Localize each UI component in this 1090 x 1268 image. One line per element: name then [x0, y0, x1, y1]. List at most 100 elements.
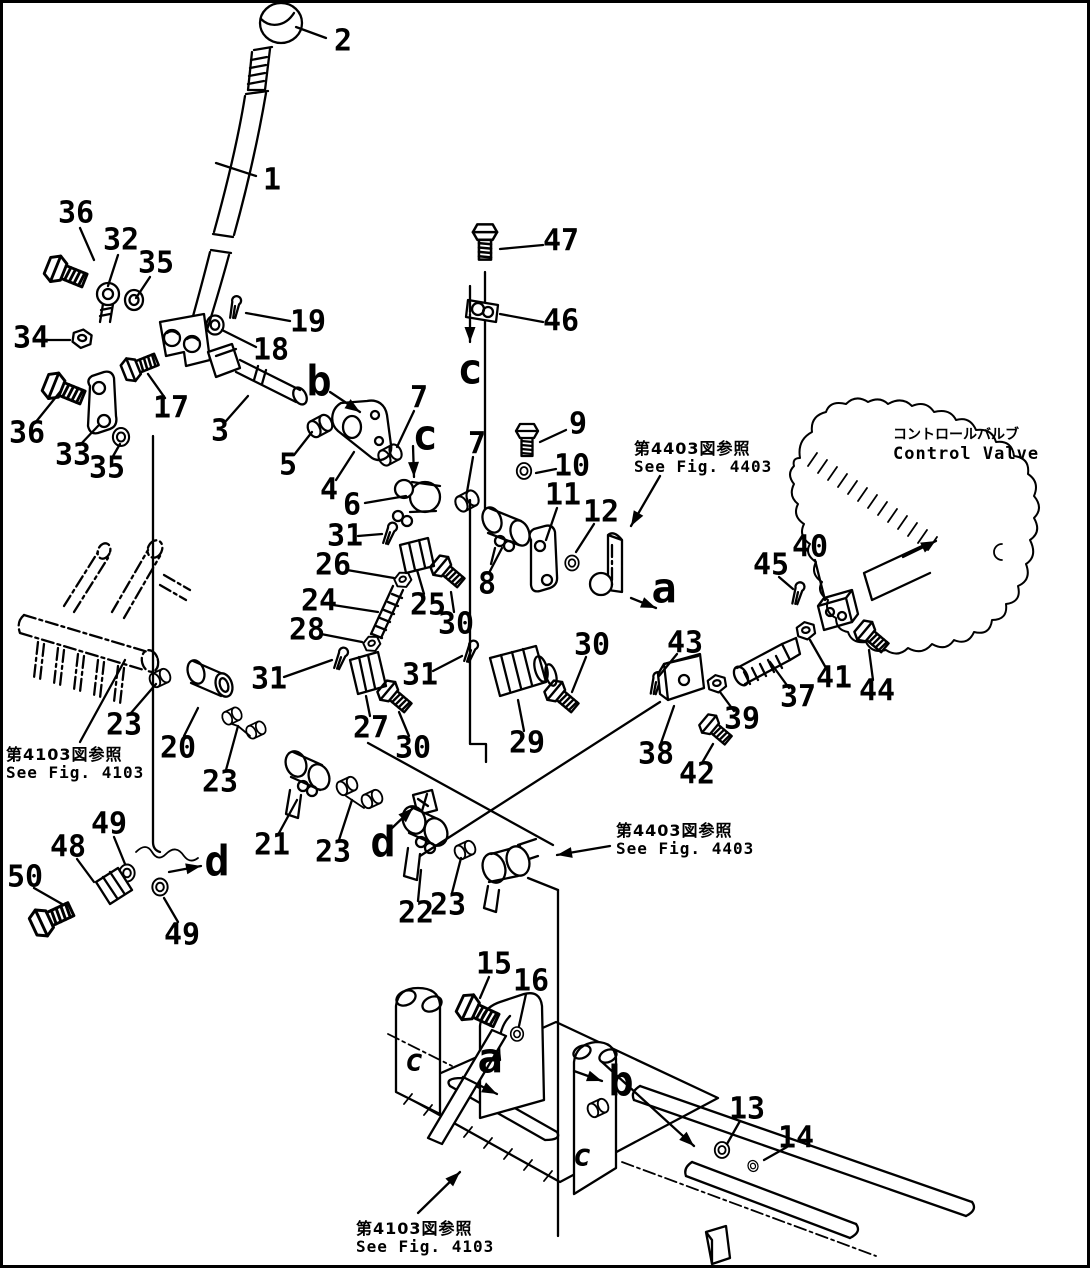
part-callout-43: 43 — [667, 626, 703, 661]
turnbuckle-24-28-group — [333, 536, 584, 718]
part-callout-21: 21 — [254, 828, 290, 863]
part-callout-8: 8 — [478, 567, 496, 602]
reference-note-jp: 第4103図参照 — [6, 745, 123, 764]
callout-leader — [416, 868, 423, 903]
callout-leader — [282, 658, 334, 679]
callout-leader — [768, 660, 791, 690]
reference-note-en: See Fig. 4103 — [6, 763, 145, 782]
callout-leader — [224, 724, 240, 772]
part-callout-30: 30 — [395, 731, 431, 766]
callout-leader — [75, 857, 96, 884]
part-callout-48: 48 — [50, 830, 86, 865]
part-callout-39: 39 — [724, 702, 760, 737]
callout-leader — [214, 161, 258, 178]
reference-note-jp: 第4403図参照 — [634, 439, 751, 458]
part-callout-11: 11 — [545, 478, 581, 513]
callout-leader — [867, 648, 875, 682]
view-letter-c: c — [412, 411, 437, 460]
view-letter-b: b — [608, 1057, 633, 1106]
callout-leader — [220, 328, 258, 349]
callout-leader — [78, 226, 96, 262]
part-callout-35: 35 — [138, 246, 174, 281]
part-callout-31: 31 — [251, 662, 287, 697]
part-callout-22: 22 — [398, 896, 434, 931]
callout-leader — [498, 243, 545, 251]
arrowhead — [586, 1070, 602, 1082]
arrowhead — [464, 327, 476, 342]
control-valve-label: コントロールバルブ Control Valve — [893, 424, 1039, 464]
part-callout-44: 44 — [859, 674, 895, 709]
callout-leader — [718, 690, 736, 713]
part-callout-7: 7 — [468, 427, 486, 462]
part-callout-7: 7 — [410, 381, 428, 416]
callout-leader — [415, 568, 426, 596]
part-callout-24: 24 — [301, 584, 337, 619]
part-callout-16: 16 — [513, 964, 549, 999]
direction-arrow-line — [600, 1060, 696, 1148]
callout-leader — [777, 575, 795, 591]
part-callout-31: 31 — [402, 658, 438, 693]
part-callout-6: 6 — [343, 488, 361, 523]
part-callout-49: 49 — [91, 807, 127, 842]
bottom-rods-13-14 — [621, 1084, 976, 1266]
arrowhead — [408, 461, 419, 477]
part-callout-17: 17 — [153, 391, 189, 426]
callout-leader — [33, 390, 62, 425]
part-callout-27: 27 — [353, 711, 389, 746]
callout-leader — [129, 682, 158, 715]
bolt-48-49-50-group — [25, 434, 199, 942]
clamp-see-fig-4403 — [481, 837, 560, 914]
callout-leader — [465, 455, 475, 494]
part-callout-29: 29 — [509, 726, 545, 761]
part-callout-30: 30 — [438, 607, 474, 642]
callout-leader — [294, 25, 328, 40]
part-callout-20: 20 — [160, 731, 196, 766]
part-callout-36: 36 — [58, 196, 94, 231]
part-callout-5: 5 — [279, 448, 297, 483]
callout-leader — [498, 312, 545, 324]
reference-valve-cluster-4103 — [17, 539, 192, 706]
part-callout-41: 41 — [816, 661, 852, 696]
callout-leader — [134, 275, 152, 300]
arrowhead — [557, 847, 573, 858]
part-callout-50: 50 — [7, 860, 43, 895]
part-callout-26: 26 — [315, 548, 351, 583]
callout-leader — [334, 450, 356, 482]
part-callout-34: 34 — [13, 321, 49, 356]
callout-leader — [659, 704, 676, 745]
reference-note-en: See Fig. 4103 — [356, 1237, 495, 1256]
view-letter-d: d — [204, 837, 229, 886]
callout-leader — [106, 253, 120, 288]
arrowhead — [185, 863, 201, 875]
callout-leader — [78, 424, 100, 447]
view-letter-a: a — [477, 1034, 502, 1083]
arrowhead — [920, 541, 936, 553]
part-callout-40: 40 — [792, 530, 828, 565]
bushings-20-23-group — [146, 659, 269, 742]
arrowhead — [398, 808, 413, 823]
callout-leader — [657, 652, 679, 678]
callout-leader — [277, 798, 299, 835]
part-callout-15: 15 — [476, 947, 512, 982]
reference-leader — [78, 658, 127, 744]
arrowhead — [640, 597, 656, 608]
arrowhead — [445, 1172, 460, 1187]
part-callout-18: 18 — [253, 333, 289, 368]
arrowhead — [344, 399, 360, 412]
view-letter-d: d — [370, 818, 395, 867]
part-callout-19: 19 — [290, 305, 326, 340]
link-11-washer-12-pin — [528, 524, 624, 597]
callout-leader — [762, 1145, 789, 1162]
right-linkage-37-45 — [649, 580, 894, 750]
rod-3-and-plate-4 — [206, 342, 483, 515]
part-callout-46: 46 — [543, 304, 579, 339]
control-valve-label-en: Control Valve — [893, 444, 1040, 464]
callout-leader — [449, 590, 456, 614]
callout-leader — [534, 467, 558, 475]
callout-leader — [808, 638, 828, 670]
